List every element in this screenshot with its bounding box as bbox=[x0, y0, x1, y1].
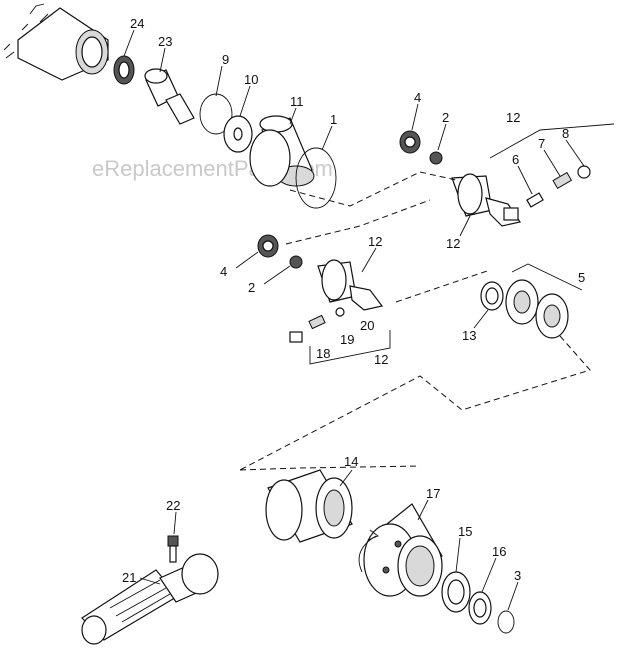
part-6-pin bbox=[526, 192, 544, 208]
part-23-spindle bbox=[144, 68, 195, 125]
part-20-ball bbox=[335, 307, 345, 317]
callout-11: 11 bbox=[290, 94, 304, 109]
callout-4-upper: 4 bbox=[414, 90, 421, 105]
callout-19: 19 bbox=[340, 332, 354, 347]
callout-21: 21 bbox=[122, 570, 136, 585]
callout-7: 7 bbox=[538, 136, 545, 151]
callout-12-lower-rotor: 12 bbox=[368, 234, 382, 249]
part-13-washer bbox=[480, 281, 504, 311]
callout-13: 13 bbox=[462, 328, 476, 343]
part-2-spacer-upper bbox=[429, 151, 443, 165]
callout-12-bottom: 12 bbox=[374, 352, 388, 367]
part-1-o-ring bbox=[295, 147, 337, 209]
leader-lines bbox=[123, 29, 585, 611]
part-12-rotor-lower bbox=[317, 259, 384, 311]
callout-9: 9 bbox=[222, 52, 229, 67]
callout-1: 1 bbox=[330, 112, 337, 127]
part-15-washer bbox=[441, 571, 471, 613]
assembly-line-middle bbox=[285, 199, 491, 303]
callout-12-upper-rotor: 12 bbox=[446, 236, 460, 251]
callout-3: 3 bbox=[514, 568, 521, 583]
rotation-arrowhead bbox=[367, 529, 379, 541]
part-18-screw bbox=[289, 331, 303, 343]
bracket-12-top bbox=[489, 123, 615, 159]
callout-23: 23 bbox=[158, 34, 172, 49]
part-4-bearing-upper bbox=[399, 130, 421, 154]
part-12-rotor-upper bbox=[451, 173, 521, 227]
assembly-line-lower bbox=[239, 335, 591, 471]
part-7-spring bbox=[552, 171, 573, 190]
callout-14: 14 bbox=[344, 454, 358, 469]
callout-6: 6 bbox=[512, 152, 519, 167]
part-3-retaining-ring bbox=[497, 610, 515, 634]
part-11-cylinder bbox=[249, 115, 315, 187]
bracket-5 bbox=[511, 263, 583, 291]
part-17-front-housing bbox=[363, 503, 443, 597]
part-4-bearing-lower bbox=[257, 234, 279, 258]
part-5-ball-bearings bbox=[505, 279, 569, 339]
callout-18: 18 bbox=[316, 346, 330, 361]
callout-20: 20 bbox=[360, 318, 374, 333]
callout-24: 24 bbox=[130, 16, 144, 31]
part-8-screw bbox=[577, 165, 591, 179]
callout-2-lower: 2 bbox=[248, 280, 255, 295]
callout-10: 10 bbox=[244, 72, 258, 87]
callout-15: 15 bbox=[458, 524, 472, 539]
part-19-spring bbox=[308, 314, 326, 330]
bracket-12-bottom bbox=[309, 330, 391, 365]
callout-22: 22 bbox=[166, 498, 180, 513]
callout-4-lower: 4 bbox=[220, 264, 227, 279]
callout-2-upper: 2 bbox=[442, 110, 449, 125]
part-16-washer bbox=[468, 591, 492, 625]
part-21-side-handle bbox=[81, 553, 219, 645]
callout-17: 17 bbox=[426, 486, 440, 501]
part-2-spacer-lower bbox=[289, 255, 303, 269]
part-24-gear-housing bbox=[3, 3, 109, 81]
part-10-washer bbox=[223, 115, 253, 153]
assembly-line-upper bbox=[289, 171, 457, 207]
assembly-line-housing bbox=[239, 465, 421, 471]
callout-16: 16 bbox=[492, 544, 506, 559]
callout-labels: 24 23 9 10 11 1 4 2 12 8 7 6 12 12 4 2 5… bbox=[122, 16, 585, 585]
part-14-ring-gear bbox=[265, 469, 353, 543]
part-24-needle-bearing bbox=[113, 55, 135, 85]
callout-12-top: 12 bbox=[506, 110, 520, 125]
callout-5: 5 bbox=[578, 270, 585, 285]
part-22-bolt bbox=[167, 535, 179, 563]
callout-8: 8 bbox=[562, 126, 569, 141]
